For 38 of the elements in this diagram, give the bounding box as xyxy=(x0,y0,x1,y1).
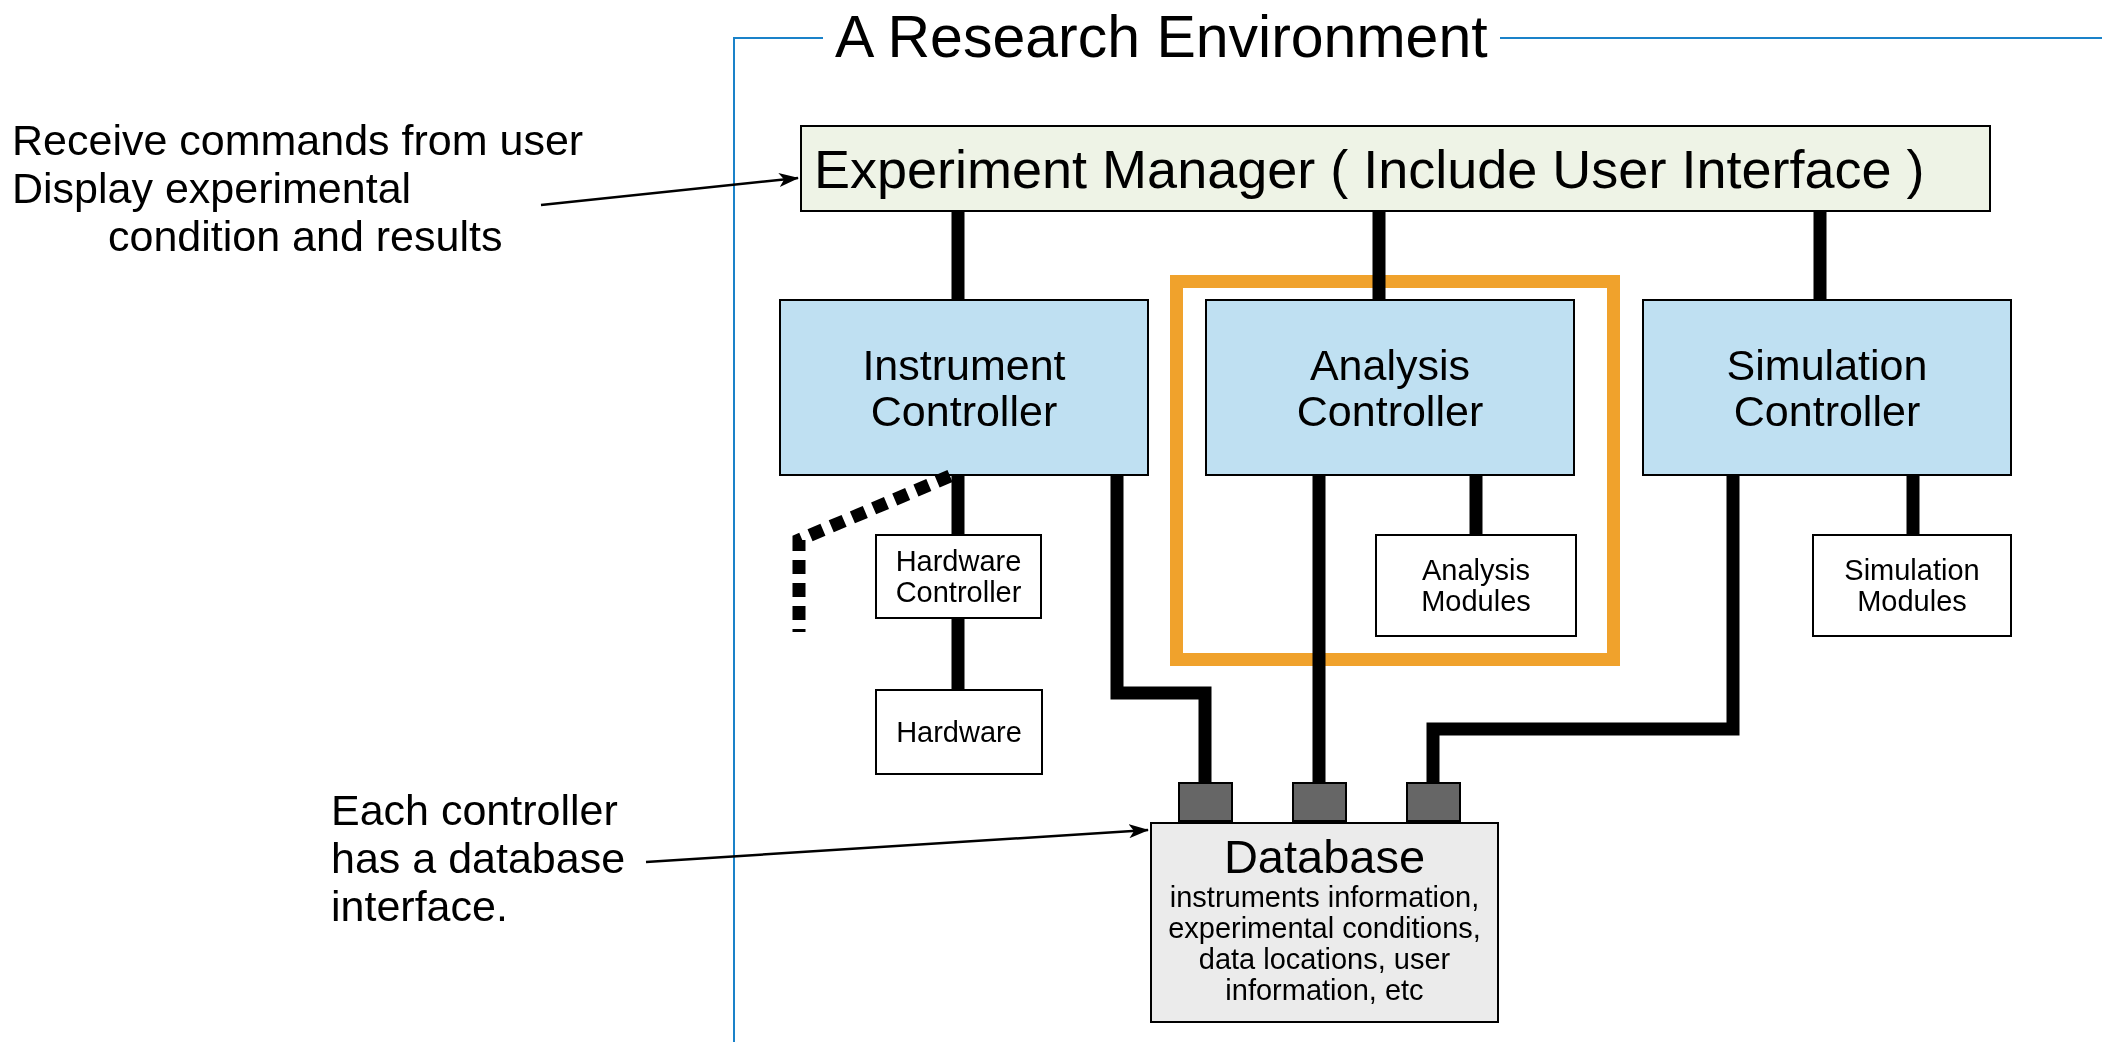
connector-line xyxy=(951,476,965,534)
node-label: Hardware xyxy=(896,716,1022,748)
controller-box xyxy=(1205,299,1575,476)
interface-port xyxy=(1178,782,1233,822)
annotation-text: Receive commands from user xyxy=(12,116,585,164)
module-box xyxy=(1375,534,1577,637)
connector-line xyxy=(1813,212,1827,299)
group-frame xyxy=(1170,275,1620,666)
connector-line xyxy=(1426,476,1740,782)
database-description: instruments information, experimental conditions, data locations, user information, etc xyxy=(1167,882,1482,1006)
connector-line xyxy=(1110,476,1212,782)
annotation-text: Display experimental condition and results xyxy=(12,164,504,260)
interface-port xyxy=(1406,782,1461,822)
arrow xyxy=(645,824,1149,864)
module-box xyxy=(875,689,1043,775)
controller-box xyxy=(1642,299,2012,476)
module-box xyxy=(1812,534,2012,637)
annotation-text: Each controller has a database interface. xyxy=(331,786,627,930)
node-label: Simulation Modules xyxy=(1843,554,1981,617)
node-label: Hardware Controller xyxy=(894,545,1023,608)
manager-box xyxy=(800,125,1991,212)
connector-line xyxy=(1906,476,1920,534)
connector-line xyxy=(1372,212,1386,299)
dashed-connector xyxy=(792,470,953,632)
node-label: Simulation Controller xyxy=(1725,341,1929,434)
controller-box xyxy=(779,299,1149,476)
interface-port xyxy=(1292,782,1347,822)
node-label: Instrument Controller xyxy=(861,341,1067,434)
connector-line xyxy=(951,619,965,689)
module-box xyxy=(875,534,1042,619)
database-title: Database xyxy=(1223,832,1426,882)
connector-line xyxy=(951,212,965,299)
node-label: Analysis Controller xyxy=(1295,341,1485,434)
connector-line xyxy=(1312,476,1326,782)
arrow xyxy=(540,173,799,207)
node-label: Analysis Modules xyxy=(1420,554,1532,617)
database-box xyxy=(1150,822,1499,1023)
connector-line xyxy=(1469,476,1483,534)
